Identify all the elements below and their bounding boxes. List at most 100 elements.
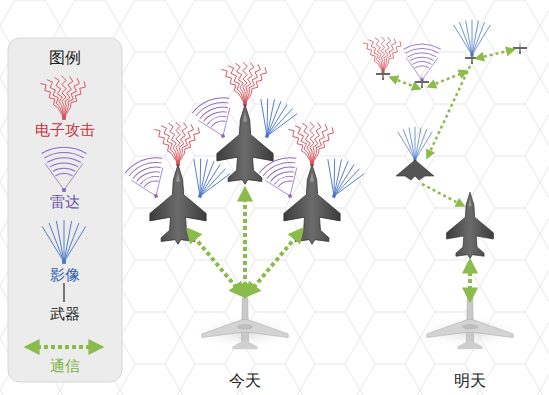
- fan-stroke: [64, 81, 85, 118]
- fan-stroke: [154, 122, 199, 166]
- fan-stroke: [194, 98, 228, 116]
- fan-stroke: [412, 62, 431, 65]
- legend-text: 通信: [50, 358, 80, 375]
- fan-stroke: [62, 188, 66, 192]
- scene-label: 明天: [454, 372, 486, 390]
- fan-stroke: [42, 147, 87, 192]
- fan-stroke: [47, 158, 81, 163]
- fan-stroke: [332, 194, 336, 198]
- fan-stroke: [257, 153, 309, 205]
- fan-stroke: [415, 127, 416, 160]
- fan-stroke: [202, 109, 227, 122]
- fan-stroke: [143, 179, 158, 187]
- legend-text: 雷达: [50, 194, 80, 211]
- fan-stroke: [210, 119, 225, 127]
- fan-stroke: [131, 174, 156, 202]
- fan-stroke: [422, 58, 438, 80]
- legend-title: 图例: [49, 49, 81, 67]
- legend-text: 武器: [50, 306, 80, 323]
- fan-stroke: [190, 93, 242, 145]
- fan-stroke: [406, 58, 422, 80]
- fan-stroke: [56, 221, 64, 262]
- legend-text: 影像: [50, 267, 80, 284]
- legend-text: 电子攻击: [35, 122, 95, 139]
- fan-stroke: [64, 77, 73, 118]
- fan-stroke: [269, 169, 294, 182]
- fan-stroke: [245, 67, 266, 104]
- fan-stroke: [49, 223, 64, 262]
- fan-stroke: [312, 127, 333, 164]
- fan-stroke: [288, 122, 333, 166]
- fan-stroke: [200, 166, 230, 203]
- fan-stroke: [472, 22, 485, 55]
- fan-stroke: [123, 153, 162, 173]
- scene-label: 今天: [229, 372, 261, 390]
- fan-stroke: [42, 147, 87, 153]
- fan-stroke: [267, 104, 293, 141]
- fan-stroke: [127, 158, 161, 176]
- fan-stroke: [147, 168, 172, 196]
- fan-stroke: [123, 153, 175, 205]
- fan-stroke: [383, 39, 396, 72]
- fan-stroke: [221, 62, 266, 106]
- fan-stroke: [200, 164, 226, 201]
- fan-stroke: [288, 194, 292, 198]
- fan-stroke: [315, 154, 366, 205]
- fan-stroke: [277, 179, 292, 187]
- fan-stroke: [415, 66, 430, 68]
- fan-stroke: [459, 22, 472, 55]
- fan-stroke: [415, 132, 432, 160]
- fan-stroke: [312, 123, 321, 164]
- fan-stroke: [135, 169, 160, 182]
- fan-stroke: [50, 163, 78, 167]
- fan-stroke: [255, 99, 281, 136]
- fan-stroke: [198, 114, 223, 142]
- fan-stroke: [198, 194, 202, 198]
- fan-stroke: [403, 44, 441, 49]
- fan-stroke: [178, 123, 187, 164]
- fan-stroke: [53, 168, 76, 171]
- fan-stroke: [403, 129, 415, 160]
- fan-stroke: [265, 164, 295, 179]
- fan-stroke: [42, 220, 86, 264]
- fan-stroke: [221, 134, 225, 138]
- fan-stroke: [178, 124, 193, 164]
- fan-stroke: [45, 163, 64, 190]
- fan-stroke: [312, 124, 327, 164]
- fan-stroke: [472, 20, 473, 55]
- fan-stroke: [64, 226, 86, 262]
- fan-stroke: [248, 94, 299, 145]
- fan-stroke: [415, 129, 427, 160]
- fan-stroke: [190, 93, 229, 113]
- fan-stroke: [178, 127, 199, 164]
- fan-stroke: [198, 104, 228, 119]
- fan-stroke: [405, 48, 438, 53]
- fan-stroke: [410, 57, 434, 60]
- fan-stroke: [409, 128, 415, 160]
- fan-stroke: [62, 116, 66, 120]
- fan-stroke: [261, 158, 295, 176]
- fan-stroke: [322, 159, 348, 196]
- fan-stroke: [64, 220, 65, 262]
- fan-stroke: [181, 154, 232, 205]
- fan-stroke: [62, 260, 66, 264]
- fan-stroke: [334, 164, 360, 201]
- fan-stroke: [64, 223, 79, 262]
- fan-stroke: [265, 174, 290, 202]
- fan-stroke: [154, 194, 158, 198]
- fan-stroke: [64, 163, 83, 190]
- fan-stroke: [214, 108, 239, 136]
- fan-stroke: [64, 78, 79, 118]
- fan-stroke: [383, 41, 401, 72]
- fan-stroke: [363, 37, 401, 74]
- fan-stroke: [281, 168, 306, 196]
- fan-stroke: [245, 63, 254, 104]
- fan-stroke: [188, 159, 214, 196]
- fan-stroke: [383, 37, 391, 72]
- fan-stroke: [267, 106, 297, 143]
- fan-stroke: [265, 134, 269, 138]
- fan-stroke: [472, 25, 490, 55]
- fan-stroke: [245, 64, 260, 104]
- fan-stroke: [466, 20, 472, 55]
